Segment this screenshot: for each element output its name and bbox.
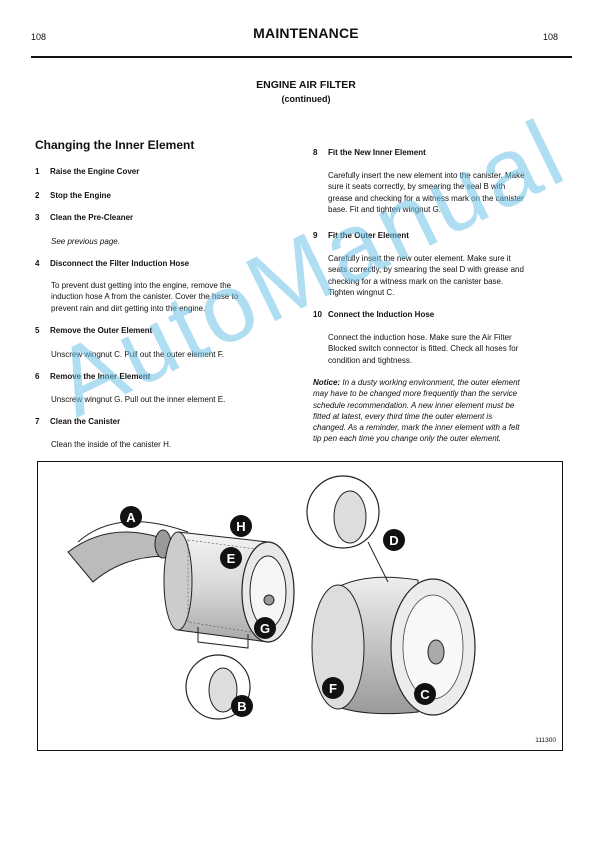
step-title: Stop the Engine <box>50 191 111 200</box>
notice-line: schedule recommendation. A new inner ele… <box>313 400 515 410</box>
doc-subtitle: (continued) <box>281 94 331 104</box>
callout-h: H <box>230 515 252 537</box>
callout-f: F <box>322 677 344 699</box>
callout-b: B <box>231 695 253 717</box>
step-title: Remove the Inner Element <box>50 372 151 381</box>
header-rule <box>31 56 572 58</box>
step-title: Disconnect the Filter Induction Hose <box>50 259 190 268</box>
step-title: Connect the Induction Hose <box>328 310 435 319</box>
body-line: Connect the induction hose. Make sure th… <box>328 333 512 342</box>
callout-a: A <box>120 506 142 528</box>
step-title: Fit the Outer Element <box>328 231 409 240</box>
step-4-body: To prevent dust getting into the engine,… <box>51 280 291 314</box>
step-10-title: 10 Connect the Induction Hose <box>313 310 434 319</box>
step-number: 9 <box>313 231 318 240</box>
notice-line: may have to be changed more frequently t… <box>313 389 518 399</box>
step-8-body: Carefully insert the new element into th… <box>328 170 568 215</box>
step-3-title: 3 Clean the Pre-Cleaner <box>35 213 133 222</box>
page-number-right: 108 <box>543 32 559 42</box>
step-number: 7 <box>35 417 40 426</box>
step-7-body: Clean the inside of the canister H. <box>51 440 172 449</box>
svg-text:C: C <box>420 687 430 702</box>
body-line: Carefully insert the new outer element. … <box>328 254 511 263</box>
svg-text:B: B <box>237 699 246 714</box>
step-number: 6 <box>35 372 40 381</box>
notice-line: tip pen each time you change only the ou… <box>313 434 502 444</box>
air-filter-illustration: A H E G B D F C <box>67 475 476 720</box>
notice-line: changed. As a reminder, mark the inner e… <box>313 423 520 433</box>
callout-d: D <box>383 529 405 551</box>
body-line: grease and checking for a witness mark o… <box>328 193 524 203</box>
step-9-body: Carefully insert the new outer element. … <box>328 253 568 298</box>
step-number: 3 <box>35 213 40 222</box>
body-line: Blocked switch connector is fitted. Chec… <box>328 344 519 354</box>
procedure-heading: Changing the Inner Element <box>35 138 195 152</box>
step-4-title: 4 Disconnect the Filter Induction Hose <box>35 259 189 268</box>
svg-text:H: H <box>236 519 245 534</box>
figure-frame: A H E G B D F C 111300 <box>37 461 563 751</box>
page-number-left: 108 <box>31 32 47 42</box>
callout-e: E <box>220 547 242 569</box>
step-number: 5 <box>35 326 40 335</box>
doc-title: ENGINE AIR FILTER <box>256 79 356 91</box>
step-5-body: Unscrew wingnut C. Pull out the outer el… <box>51 350 224 359</box>
step-title: Clean the Pre-Cleaner <box>50 213 134 222</box>
body-line: base. Fit and tighten wingnut G. <box>328 204 441 214</box>
wingnut-c <box>427 639 445 665</box>
step-8-title: 8 Fit the New Inner Element <box>313 148 426 157</box>
step-9-title: 9 Fit the Outer Element <box>313 231 409 240</box>
body-line: checking for a witness mark on the canis… <box>328 276 504 286</box>
body-line: seats correctly, by smearing the seal D … <box>328 265 524 275</box>
step-number: 4 <box>35 259 40 268</box>
step-number: 10 <box>313 310 322 319</box>
svg-text:G: G <box>260 621 270 636</box>
step-10-body: Connect the induction hose. Make sure th… <box>328 332 568 366</box>
notice-label: Notice: <box>313 378 341 387</box>
body-line: induction hose A from the canister. Cove… <box>51 292 239 302</box>
step-2-title: 2 Stop the Engine <box>35 191 111 200</box>
notice-paragraph: Notice: In a dusty working environment, … <box>313 377 568 445</box>
step-6-title: 6 Remove the Inner Element <box>35 372 150 381</box>
body-line: sure it seats correctly, by smearing the… <box>328 182 506 192</box>
step-6-body: Unscrew wingnut G. Pull out the inner el… <box>51 395 226 404</box>
figure-reference-number: 111300 <box>535 737 556 744</box>
wingnut-g <box>263 594 275 606</box>
svg-text:F: F <box>329 681 337 696</box>
body-line: To prevent dust getting into the engine,… <box>51 281 232 290</box>
step-title: Raise the Engine Cover <box>50 167 140 176</box>
step-title: Remove the Outer Element <box>50 326 153 335</box>
notice-line: In a dusty working environment, the oute… <box>340 378 520 387</box>
step-title: Clean the Canister <box>50 417 121 426</box>
step-1-title: 1 Raise the Engine Cover <box>35 167 139 176</box>
svg-text:D: D <box>389 533 398 548</box>
step-number: 8 <box>313 148 318 157</box>
body-line: Tighten wingnut C. <box>328 287 395 297</box>
callout-g: G <box>254 617 276 639</box>
step-3-body: See previous page. <box>51 237 120 246</box>
mounting-bracket <box>197 627 249 649</box>
step-7-title: 7 Clean the Canister <box>35 417 120 426</box>
step-number: 2 <box>35 191 40 200</box>
callout-c: C <box>414 683 436 705</box>
svg-text:E: E <box>227 551 236 566</box>
notice-line: fitted at latest, every third time the o… <box>313 411 493 421</box>
step-5-title: 5 Remove the Outer Element <box>35 326 152 335</box>
body-line: Carefully insert the new element into th… <box>328 171 525 180</box>
svg-text:A: A <box>126 510 136 525</box>
body-line: condition and tightness. <box>328 355 413 365</box>
body-line: prevent rain and dirt getting into the e… <box>51 303 206 313</box>
section-title: MAINTENANCE <box>253 25 359 41</box>
step-number: 1 <box>35 167 40 176</box>
step-title: Fit the New Inner Element <box>328 148 426 157</box>
